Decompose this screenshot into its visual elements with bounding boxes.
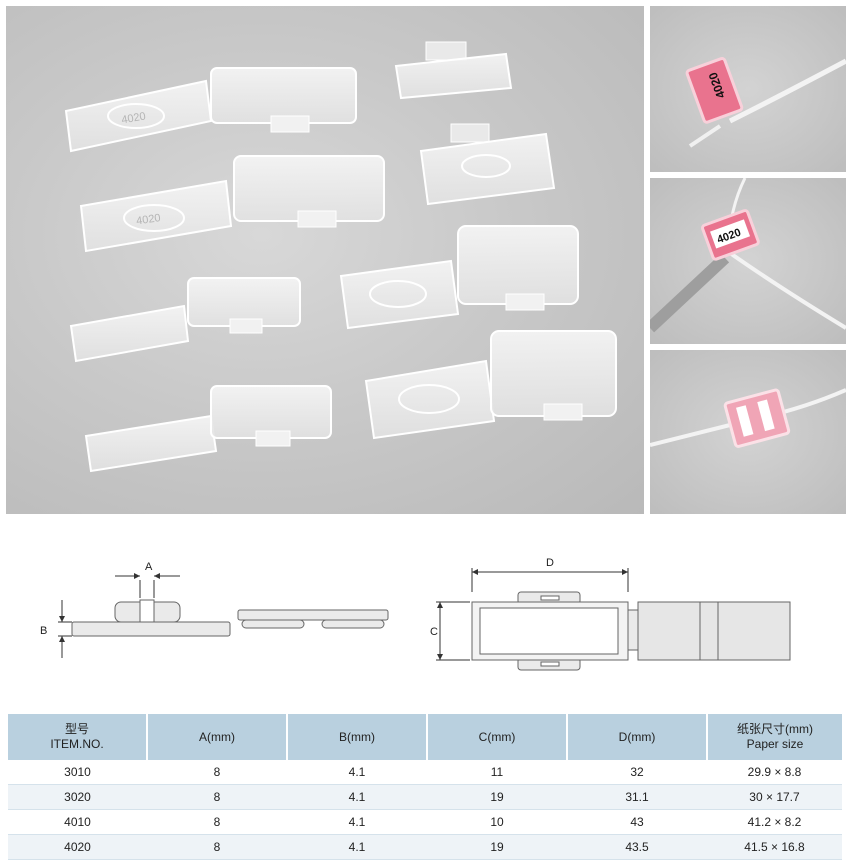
header-item-no-zh: 型号 [64, 722, 89, 736]
product-photo: 4020 4020 [6, 6, 644, 514]
tag-wide-2 [364, 330, 617, 440]
header-item-no: 型号 ITEM.NO. [8, 714, 148, 760]
tag-small-1 [394, 41, 513, 100]
table-row: 4020 8 4.1 19 43.5 41.5 × 16.8 [8, 834, 842, 860]
side-view-drawing [58, 573, 389, 658]
cell-a: 8 [147, 834, 287, 860]
dimension-label-a: A [145, 561, 153, 573]
cell-paper-size: 41.2 × 8.2 [707, 809, 842, 835]
tag-number-text-2: 4020 [135, 212, 161, 227]
cell-d: 43.5 [567, 834, 707, 860]
dimension-label-d: D [546, 557, 554, 569]
header-c: C(mm) [427, 714, 568, 760]
cell-d: 43 [567, 809, 707, 835]
table-header-row: 型号 ITEM.NO. A(mm) B(mm) C(mm) D(mm) 纸张尺寸… [8, 714, 842, 760]
table-row: 4010 8 4.1 10 43 41.2 × 8.2 [8, 809, 842, 835]
spec-table: 型号 ITEM.NO. A(mm) B(mm) C(mm) D(mm) 纸张尺寸… [8, 714, 842, 860]
cell-item-no: 3020 [8, 784, 147, 810]
header-paper-size-en: Paper size [746, 737, 804, 751]
product-photo-illustration: 4020 4020 [64, 41, 617, 473]
cell-a: 8 [147, 784, 287, 810]
tag-number-text: 4020 [121, 110, 147, 126]
application-photo-1: 4020 [650, 6, 846, 172]
tag-medium-1 [419, 123, 556, 206]
tag-wide-1 [339, 225, 579, 330]
table-row: 3010 8 4.1 11 32 29.9 × 8.8 [8, 760, 842, 785]
header-paper-size: 纸张尺寸(mm) Paper size [707, 714, 842, 760]
cell-a: 8 [147, 760, 287, 785]
tag-long-3 [69, 277, 301, 363]
cell-b: 4.1 [287, 834, 427, 860]
cell-paper-size: 30 × 17.7 [707, 784, 842, 810]
cell-paper-size: 29.9 × 8.8 [707, 760, 842, 785]
technical-drawings: A B D C [0, 540, 850, 680]
cell-item-no: 4020 [8, 834, 147, 860]
application-photo-2: 4020 [650, 178, 846, 344]
header-item-no-en: ITEM.NO. [50, 737, 104, 751]
tag-long-2: 4020 [79, 155, 385, 253]
cell-paper-size: 41.5 × 16.8 [707, 834, 842, 860]
top-view-drawing [436, 568, 791, 671]
application-photo-3 [650, 350, 846, 514]
cell-c: 19 [427, 834, 567, 860]
cell-a: 8 [147, 809, 287, 835]
cell-d: 31.1 [567, 784, 707, 810]
cell-item-no: 4010 [8, 809, 147, 835]
cell-c: 10 [427, 809, 567, 835]
application-photo-2-illustration: 4020 [650, 178, 846, 333]
dimension-label-b: B [40, 625, 47, 637]
cell-c: 11 [427, 760, 567, 785]
cell-item-no: 3010 [8, 760, 147, 785]
header-d: D(mm) [567, 714, 708, 760]
tag-long-1: 4020 [64, 67, 357, 153]
cell-d: 32 [567, 760, 707, 785]
cell-c: 19 [427, 784, 567, 810]
header-paper-size-zh: 纸张尺寸(mm) [737, 722, 813, 736]
cell-b: 4.1 [287, 809, 427, 835]
cell-b: 4.1 [287, 784, 427, 810]
drawing-svg: A B D C [40, 557, 791, 671]
dimension-label-c: C [430, 626, 438, 638]
tag-long-4 [84, 385, 332, 473]
cell-b: 4.1 [287, 760, 427, 785]
application-photo-3-illustration [650, 388, 846, 448]
header-a: A(mm) [147, 714, 288, 760]
table-row: 3020 8 4.1 19 31.1 30 × 17.7 [8, 784, 842, 810]
header-b: B(mm) [287, 714, 428, 760]
application-photo-1-illustration: 4020 [685, 57, 846, 148]
